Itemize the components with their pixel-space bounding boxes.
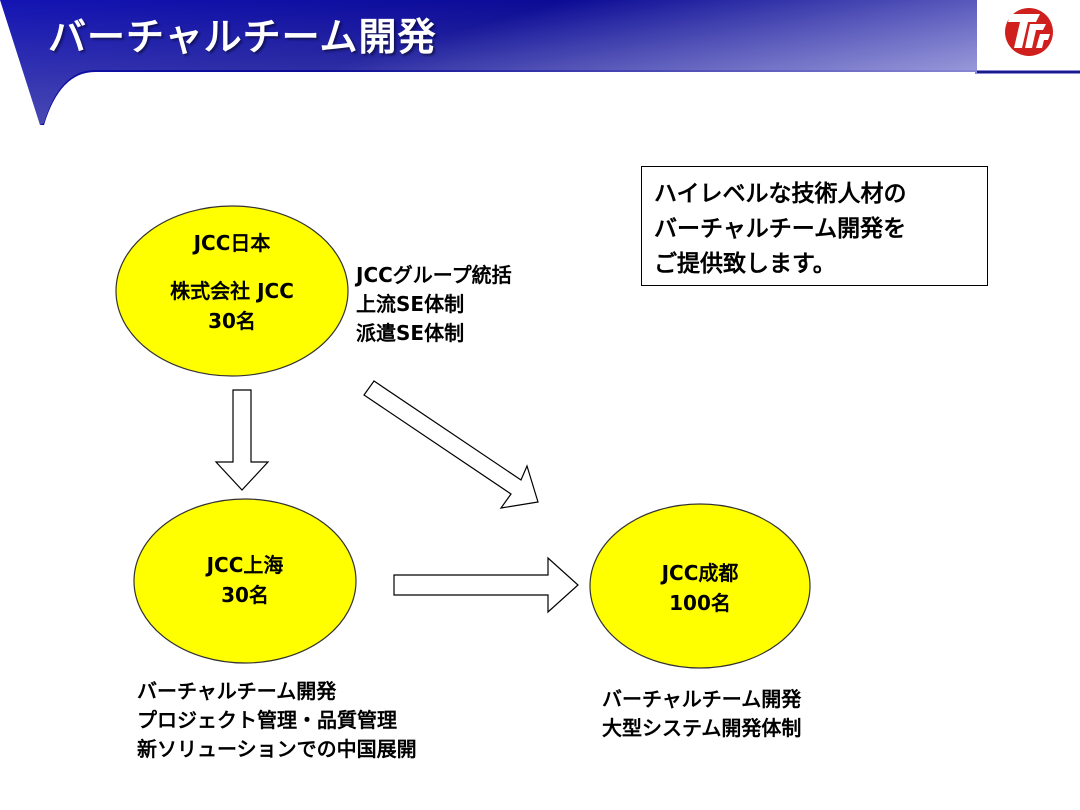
note-line: 新ソリューションでの中国展開 bbox=[137, 737, 417, 761]
header-banner bbox=[0, 0, 1080, 125]
node-count-shanghai: 30名 bbox=[221, 583, 269, 607]
callout-line: バーチャルチーム開発を bbox=[654, 216, 907, 242]
callout-line: ご提供致します。 bbox=[654, 251, 836, 277]
jcc-logo-icon bbox=[1005, 8, 1053, 56]
arrow-down-japan-shanghai bbox=[214, 389, 270, 491]
arrow-right-shanghai-chengdu bbox=[393, 556, 579, 614]
oval-jcc-japan bbox=[115, 205, 349, 377]
note-line: バーチャルチーム開発 bbox=[137, 679, 337, 703]
arrow-diagonal-japan-chengdu bbox=[363, 380, 539, 509]
page-title: バーチャルチーム開発 bbox=[48, 15, 437, 59]
note-line: 大型システム開発体制 bbox=[602, 716, 802, 740]
notes-japan: JCCグループ統括 上流SE体制 派遣SE体制 bbox=[356, 261, 512, 348]
note-line: プロジェクト管理・品質管理 bbox=[137, 708, 397, 732]
node-name-chengdu: JCC成都 bbox=[661, 561, 739, 585]
oval-jcc-chengdu bbox=[589, 503, 811, 669]
callout-line: ハイレベルな技術人材の bbox=[654, 181, 907, 207]
notes-chengdu: バーチャルチーム開発 大型システム開発体制 bbox=[602, 685, 801, 743]
note-line: JCCグループ統括 bbox=[356, 263, 512, 287]
callout-box: ハイレベルな技術人材の バーチャルチーム開発を ご提供致します。 bbox=[641, 166, 988, 286]
note-line: 上流SE体制 bbox=[356, 292, 465, 316]
node-name-japan: JCC日本 bbox=[193, 231, 271, 255]
note-line: 派遣SE体制 bbox=[356, 321, 465, 345]
node-count-chengdu: 100名 bbox=[669, 591, 731, 615]
note-line: バーチャルチーム開発 bbox=[602, 687, 802, 711]
oval-label-shanghai: JCC上海 30名 bbox=[145, 550, 345, 610]
oval-label-chengdu: JCC成都 100名 bbox=[600, 558, 800, 618]
node-company-japan: 株式会社 JCC bbox=[170, 279, 294, 303]
notes-shanghai: バーチャルチーム開発 プロジェクト管理・品質管理 新ソリューションでの中国展開 bbox=[137, 677, 417, 764]
node-name-shanghai: JCC上海 bbox=[206, 553, 284, 577]
oval-label-japan-details: 株式会社 JCC 30名 bbox=[132, 276, 332, 336]
oval-jcc-shanghai bbox=[133, 498, 357, 664]
oval-label-japan: JCC日本 bbox=[132, 228, 332, 258]
node-count-japan: 30名 bbox=[208, 309, 256, 333]
